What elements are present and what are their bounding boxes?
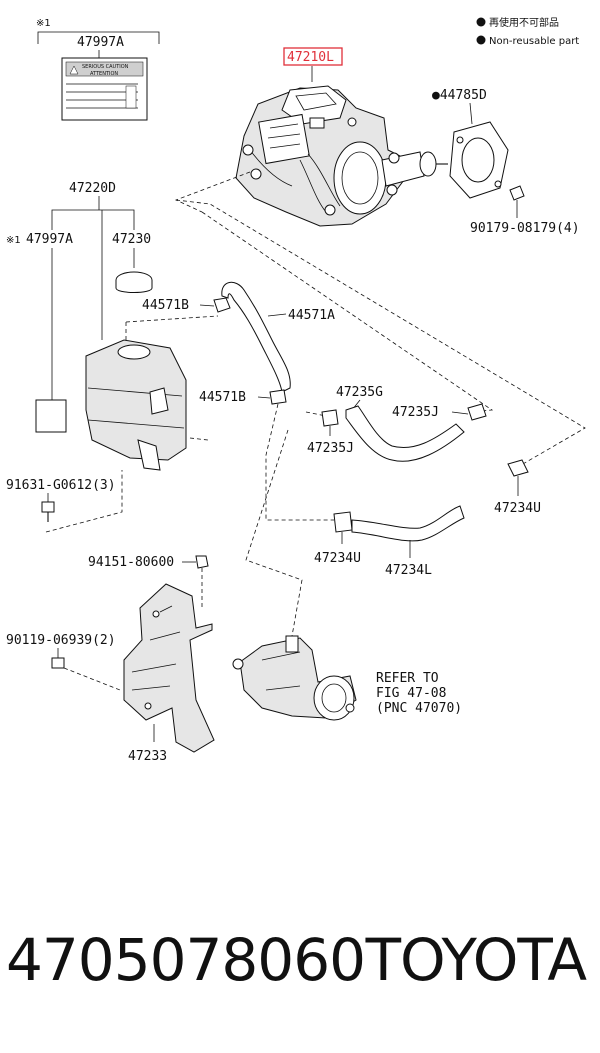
part-90119[interactable]: 90119-06939(2) <box>6 633 116 648</box>
hose-47234L-icon <box>351 505 465 542</box>
part-44785D-group: ●44785D 90179-08179(4) <box>432 88 580 236</box>
part-47210[interactable]: 47210L <box>287 50 334 65</box>
hose-47235G-icon <box>345 405 465 462</box>
bolt-icon <box>509 185 525 201</box>
reservoir-label-icon <box>35 399 67 433</box>
part-47234U-a[interactable]: 47234U <box>494 501 541 516</box>
svg-text:※1: ※1 <box>6 235 21 246</box>
part-47235J-a[interactable]: 47235J <box>307 441 354 456</box>
part-47235J-b[interactable]: 47235J <box>392 405 439 420</box>
part-47997A-top[interactable]: 47997A <box>77 35 124 50</box>
part-47220D[interactable]: 47220D <box>69 181 116 196</box>
clamp-icon <box>507 459 529 477</box>
reservoir-tank-icon <box>85 339 187 461</box>
part-47235G[interactable]: 47235G <box>336 385 383 400</box>
svg-text:ATTENTION: ATTENTION <box>90 71 118 77</box>
part-91631[interactable]: 91631-G0612(3) <box>6 478 116 493</box>
bolt-icon <box>51 657 65 669</box>
part-47210-callout[interactable]: 47210L <box>283 47 343 82</box>
bolt-91631-group: 91631-G0612(3) <box>6 478 116 522</box>
part-47230[interactable]: 47230 <box>112 232 151 247</box>
part-44571A[interactable]: 44571A <box>288 308 335 323</box>
part-47234L[interactable]: 47234L <box>385 563 432 578</box>
legend-bullet-icon <box>476 35 486 45</box>
part-90179[interactable]: 90179-08179(4) <box>470 221 580 236</box>
brake-actuator-assembly <box>235 85 448 227</box>
refer-line-3: (PNC 47070) <box>376 701 462 716</box>
nut-icon <box>195 555 209 569</box>
part-44571B-b[interactable]: 44571B <box>199 390 246 405</box>
hose-44571-group: 44571B 44571A 44571B <box>142 281 335 405</box>
part-47234U-b[interactable]: 47234U <box>314 551 361 566</box>
bolt-icon <box>41 501 55 513</box>
pump-motor-group: REFER TO FIG 47-08 (PNC 47070) <box>232 635 462 721</box>
refer-line-1: REFER TO <box>376 671 439 686</box>
legend-bullet-icon <box>476 17 486 27</box>
hose-47234-group: 47234U 47234U 47234L <box>314 459 541 578</box>
part-47997A-left[interactable]: 47997A <box>26 232 73 247</box>
clamp-icon <box>467 403 487 421</box>
reservoir-group: 47220D ※1 47997A 47230 <box>6 181 187 471</box>
legend-line-2: Non-reusable part <box>489 36 579 47</box>
svg-text:SERIOUS CAUTION: SERIOUS CAUTION <box>82 64 129 70</box>
bracket-47233-icon <box>123 583 215 753</box>
part-44785D[interactable]: ●44785D <box>432 88 487 103</box>
hose-47235-group: 47235G 47235J 47235J <box>307 385 487 462</box>
clamp-icon <box>269 389 287 405</box>
footer-brand: TOYOTA <box>365 926 587 994</box>
hose-44571A-icon <box>221 281 291 393</box>
legend: 再使用不可部品 Non-reusable part <box>476 16 579 47</box>
bracket-47233-group: 94151-80600 90119-06939(2) 47233 <box>6 555 215 764</box>
warning-triangle-icon <box>69 65 79 75</box>
clamp-icon <box>333 511 353 533</box>
note-mark: ※1 <box>36 18 51 29</box>
parts-diagram: 再使用不可部品 Non-reusable part ※1 47997A SERI… <box>6 16 586 764</box>
clamp-icon <box>213 297 231 313</box>
part-44571B-a[interactable]: 44571B <box>142 298 189 313</box>
footer-part-number: 4705078060 <box>6 926 366 994</box>
refer-line-2[interactable]: FIG 47-08 <box>376 686 446 701</box>
highlight-box <box>283 47 343 66</box>
clamp-icon <box>321 409 339 427</box>
legend-line-1: 再使用不可部品 <box>489 16 559 29</box>
label-group-top: ※1 47997A SERIOUS CAUTION ATTENTION <box>36 18 160 121</box>
part-47233[interactable]: 47233 <box>128 749 167 764</box>
footer: 4705078060 TOYOTA <box>0 905 600 1015</box>
part-94151[interactable]: 94151-80600 <box>88 555 174 570</box>
